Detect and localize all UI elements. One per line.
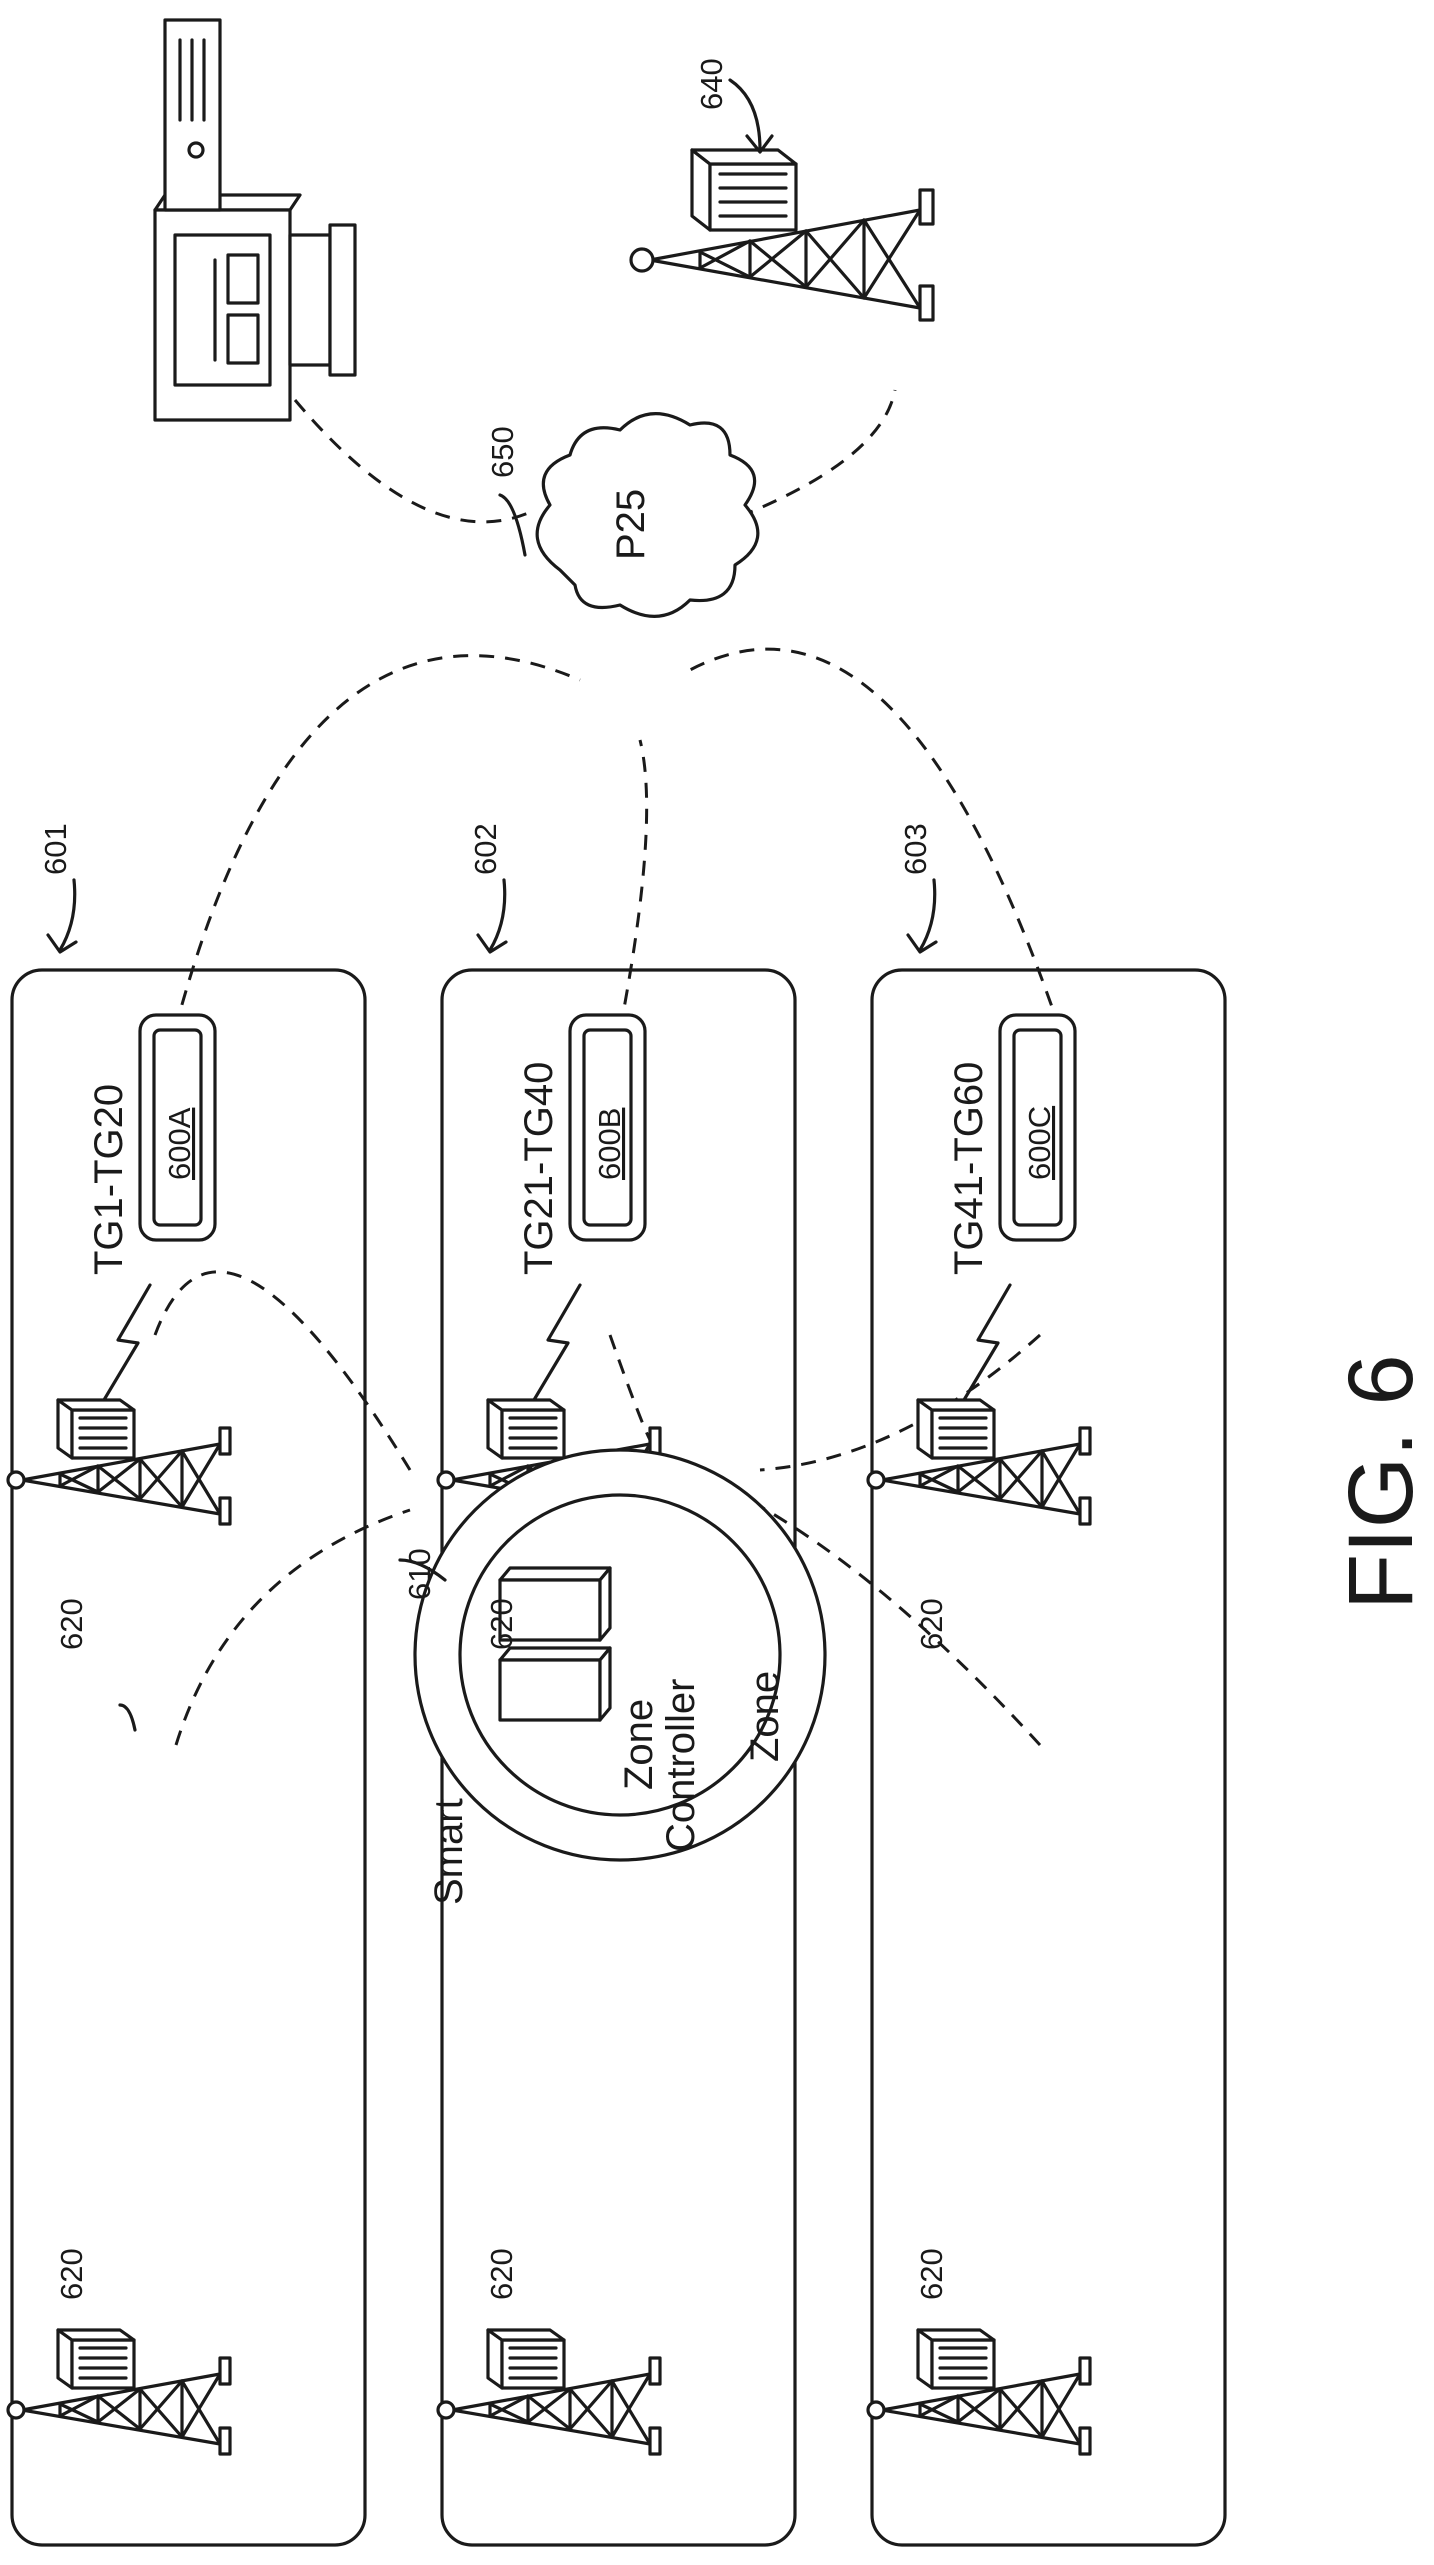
talkgroup-range-602: TG21-TG40	[517, 1062, 561, 1275]
talkgroup-range-603: TG41-TG60	[947, 1062, 991, 1275]
network-ref-650: 650	[485, 426, 520, 478]
device-label-600C: 600C	[1022, 1106, 1057, 1180]
tower-ref-620: 620	[914, 2248, 949, 2300]
controller-line-zone-2: Zone	[743, 1671, 787, 1762]
controller-line-controller: Controller	[659, 1679, 703, 1852]
figure-caption: FIG. 6	[1330, 1354, 1432, 1610]
tower-ref-620: 620	[484, 2248, 519, 2300]
tower-ref-620: 620	[914, 1598, 949, 1650]
zone-ref-602: 602	[468, 823, 503, 875]
device-label-600A: 600A	[162, 1107, 197, 1180]
remote-tower-ref-640: 640	[694, 58, 729, 110]
zone-ref-601: 601	[38, 823, 73, 875]
talkgroup-range-601: TG1-TG20	[87, 1084, 131, 1275]
remote-tower-640-icon	[631, 150, 933, 320]
controller-ref-610: 610	[402, 1548, 437, 1600]
controller-title: Smart	[427, 1798, 471, 1905]
network-label-p25: P25	[609, 489, 653, 560]
device-label-600B: 600B	[592, 1108, 627, 1180]
controller-line-zone: Zone	[617, 1699, 661, 1790]
tower-ref-620: 620	[484, 1598, 519, 1650]
smart-zone-controller-610	[415, 1450, 825, 1860]
tower-ref-620: 620	[54, 1598, 89, 1650]
tower-ref-620: 620	[54, 2248, 89, 2300]
dispatch-console-icon	[155, 20, 355, 420]
zone-ref-603: 603	[898, 823, 933, 875]
